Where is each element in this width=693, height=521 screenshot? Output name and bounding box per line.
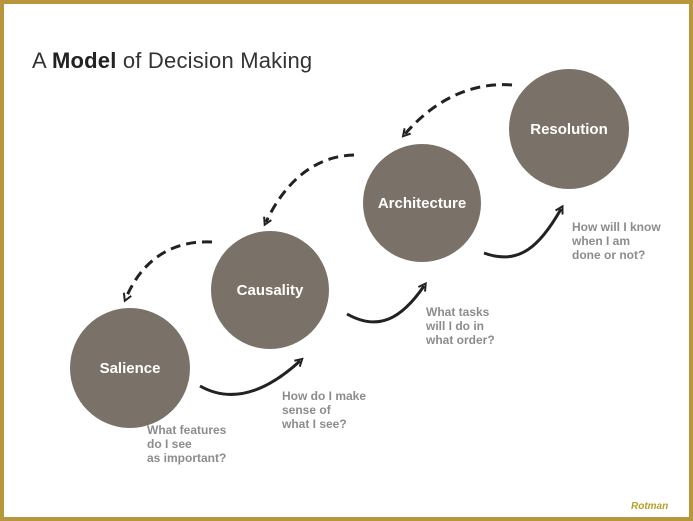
title-prefix: A: [32, 48, 46, 73]
question-line: How do I make: [282, 389, 367, 403]
diagram-frame: A Model of Decision Making Salience Caus…: [4, 4, 689, 517]
question-line: How will I know: [572, 220, 661, 234]
question-line: what order?: [426, 333, 495, 347]
causality-question: How do I make sense of what I see?: [282, 389, 366, 431]
causality-circle: [211, 231, 329, 349]
salience-label: Salience: [100, 360, 161, 377]
resolution-question: How will I know when I am done or not?: [572, 220, 661, 262]
question-line: do I see: [147, 437, 192, 451]
arrow-salience-to-causality: [199, 361, 300, 396]
salience-circle: [70, 308, 190, 428]
question-line: will I do in: [426, 319, 484, 333]
title-bold-word: Model: [51, 48, 117, 73]
decision-model-diagram: Salience Causality Architecture Resoluti…: [70, 69, 629, 428]
question-line: done or not?: [572, 248, 646, 262]
causality-label: Causality: [237, 282, 304, 299]
architecture-circle: [363, 144, 481, 262]
resolution-circle: [509, 69, 629, 189]
dashed-arrow-resolution-to-architecture: [405, 83, 513, 134]
dashed-arrow-architecture-to-causality: [266, 153, 355, 222]
salience-question: What features do I see as important?: [147, 423, 226, 465]
question-line: what I see?: [282, 417, 347, 431]
diagram-title: A Model of Decision Making: [32, 48, 312, 74]
resolution-label: Resolution: [530, 121, 608, 138]
rotman-logo: Rotman: [631, 501, 669, 512]
dashed-arrow-causality-to-salience: [126, 240, 213, 298]
title-suffix: of Decision Making: [122, 48, 313, 73]
arrow-architecture-to-resolution: [483, 209, 561, 259]
arrow-causality-to-architecture: [346, 286, 424, 324]
question-line: as important?: [147, 451, 227, 465]
question-line: sense of: [282, 403, 331, 417]
question-line: when I am: [572, 234, 631, 248]
question-line: What features: [147, 423, 227, 437]
question-line: What tasks: [426, 305, 490, 319]
architecture-label: Architecture: [378, 195, 466, 212]
architecture-question: What tasks will I do in what order?: [426, 305, 495, 347]
